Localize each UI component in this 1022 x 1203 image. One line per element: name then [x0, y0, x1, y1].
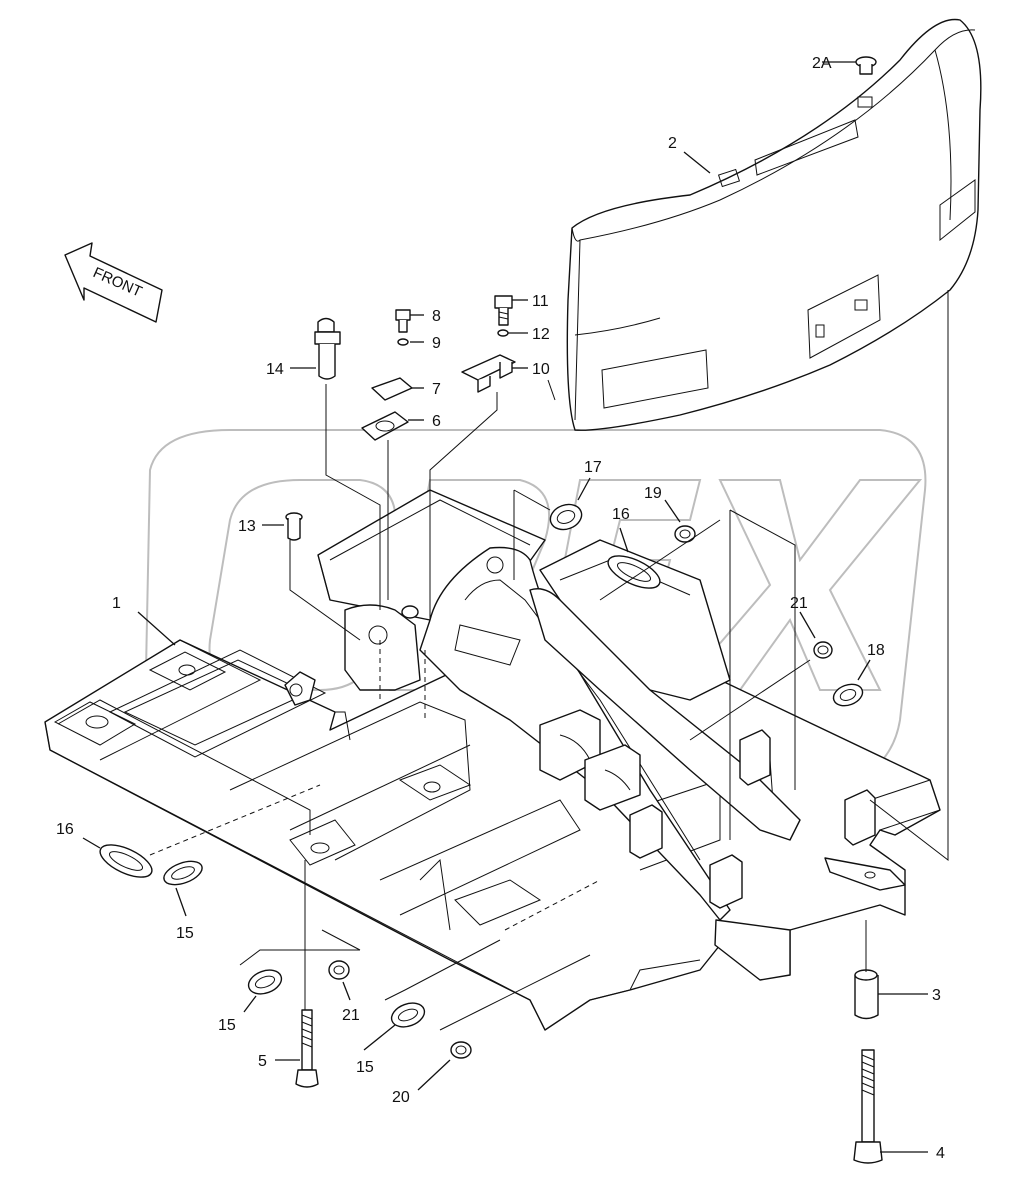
callout-8: 8	[432, 308, 441, 325]
callout-10: 10	[532, 361, 550, 378]
part-7-cover-plate	[371, 377, 413, 401]
leader-lines	[82, 61, 928, 1153]
part-9-washer	[397, 338, 409, 346]
part-15-grommet-c	[390, 1002, 426, 1028]
part-8-bolt	[395, 309, 411, 333]
front-direction-arrow: FRONT	[64, 242, 163, 323]
part-16-grommet-lower	[99, 844, 153, 878]
part-12-washer	[497, 329, 509, 337]
callout-7: 7	[432, 381, 441, 398]
part-18-plug	[832, 683, 864, 707]
part-3-sleeve	[854, 969, 879, 1020]
callout-21-lower: 21	[342, 1007, 360, 1024]
part-6-gasket	[361, 411, 409, 441]
callout-2a: 2A	[812, 55, 832, 72]
callout-15-a: 15	[176, 925, 194, 942]
callout-16-upper: 16	[612, 506, 630, 523]
callout-11: 11	[532, 293, 549, 310]
callout-12: 12	[532, 326, 550, 343]
part-17-plug	[549, 503, 583, 531]
part-5-bolt	[295, 1009, 319, 1088]
part-4-bolt	[853, 1049, 883, 1164]
callouts: 2A 2 3 4 5 6 7 8 9 10 11 12 13 14 1 15 1…	[56, 55, 945, 1162]
part-15-grommet-a	[163, 860, 203, 886]
callout-9: 9	[432, 335, 441, 352]
part-16-grommet-upper	[607, 555, 661, 589]
part-10-bracket	[461, 354, 516, 393]
part-13-pin	[285, 512, 303, 541]
callout-15-c: 15	[356, 1059, 374, 1076]
assembly-lines	[149, 290, 949, 1031]
callout-18: 18	[867, 642, 885, 659]
callout-16-lower: 16	[56, 821, 74, 838]
part-21-plug-lower	[328, 960, 350, 980]
part-14-lock-pin	[314, 317, 341, 380]
counterweight	[566, 18, 982, 431]
callout-2: 2	[668, 135, 677, 152]
callout-17: 17	[584, 459, 602, 476]
callout-14: 14	[266, 361, 284, 378]
callout-21-upper: 21	[790, 595, 808, 612]
callout-3: 3	[932, 987, 941, 1004]
callout-19: 19	[644, 485, 662, 502]
callout-4: 4	[936, 1145, 945, 1162]
callout-13: 13	[238, 518, 256, 535]
callout-6: 6	[432, 413, 441, 430]
part-19-plug	[674, 525, 696, 543]
callout-20: 20	[392, 1089, 410, 1106]
part-21-plug-upper	[813, 641, 833, 659]
callout-15-b: 15	[218, 1017, 236, 1034]
part-15-grommet-b	[247, 969, 283, 995]
callout-1: 1	[112, 595, 121, 612]
part-11-bolt	[494, 295, 513, 326]
callout-5: 5	[258, 1053, 267, 1070]
part-20-plug	[450, 1041, 472, 1059]
part-2a-plug	[855, 56, 877, 75]
center-arm	[284, 546, 906, 981]
